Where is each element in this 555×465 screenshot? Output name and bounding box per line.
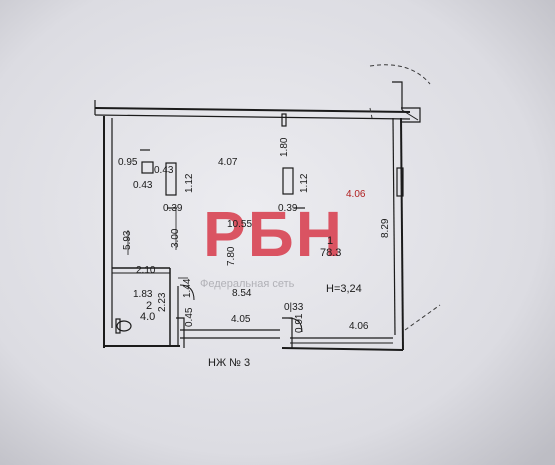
dim-3-00: 3.00 [170,228,181,248]
toilet-icon [116,320,132,332]
pencil-marks [369,64,441,331]
dim-1-12a: 1.12 [184,173,195,193]
duct-square-left [141,161,154,174]
bottom-column-left [176,317,185,348]
right-wall [400,117,404,351]
top-wall-inner [94,114,411,120]
right-window-box [401,107,421,123]
dim-7-80: 7.80 [226,246,237,266]
dim-10-55: 10.55 [227,219,252,230]
room-2-area: 4.0 [140,311,155,323]
dim-0-39b: 0.39 [278,203,298,214]
fixtures [115,113,404,334]
column-left [165,162,177,196]
room-2-number: 2 [146,300,152,312]
right-wall-niche [396,167,404,197]
dim-1-80: 1.80 [279,137,290,157]
dim-0-43a: 0.43 [154,165,174,176]
dim-4-07: 4.07 [218,157,238,168]
plan-caption: НЖ № 3 [208,357,250,369]
walls [94,81,421,351]
door-swing-2 [287,317,303,333]
dim-2-23: 2.23 [157,292,168,312]
right-column [392,81,403,110]
dim-0-43b: 0.43 [133,180,153,191]
room-1-number: 1 [327,235,333,247]
watermark: РБН Федеральная сеть [200,198,344,290]
watermark-text: Федеральная сеть [200,278,295,290]
toilet-tank [115,318,121,334]
dim-2-10: 2.10 [136,265,156,276]
room-1-height: H=3,24 [326,283,362,295]
dim-5-93: 5.93 [122,230,133,250]
dim-4-06-red: 4.06 [346,189,366,200]
pencil-line-bottom [404,304,441,331]
right-window-diagonal [401,109,419,121]
top-wall-marker [281,113,287,127]
dim-0-91: 0.91 [294,313,305,333]
dim-0-39a: 0.39 [163,203,183,214]
dimension-lines [127,210,188,279]
dim-4-06: 4.06 [349,321,369,332]
pencil-arc-top [369,64,431,85]
top-wall [94,107,411,113]
dim-0-95: 0.95 [118,157,138,168]
column-right [282,167,294,195]
dim-0-33: 0|33 [284,302,304,313]
dimension-labels: 0.95 0.43 0.43 1.12 0.39 4.07 1.80 1.12 … [118,137,391,333]
pencil-tick [369,107,373,119]
dim-4-05: 4.05 [231,314,251,325]
room-labels: 1 78.3 H=3,24 2 4.0 [140,235,362,323]
dim-8-54: 8.54 [232,288,252,299]
dim-1-83: 1.83 [133,289,153,300]
right-wall-inner [392,117,396,336]
watermark-logo: РБН [203,198,344,270]
dim-1-12b: 1.12 [299,173,310,193]
bottom-wall-right [281,347,404,351]
dim-0-45: 0.45 [184,307,195,327]
room-1-area: 78.3 [320,247,341,259]
dim-1-44: 1.44 [182,278,193,298]
door-swing [179,284,195,301]
dim-8-29: 8.29 [380,218,391,238]
